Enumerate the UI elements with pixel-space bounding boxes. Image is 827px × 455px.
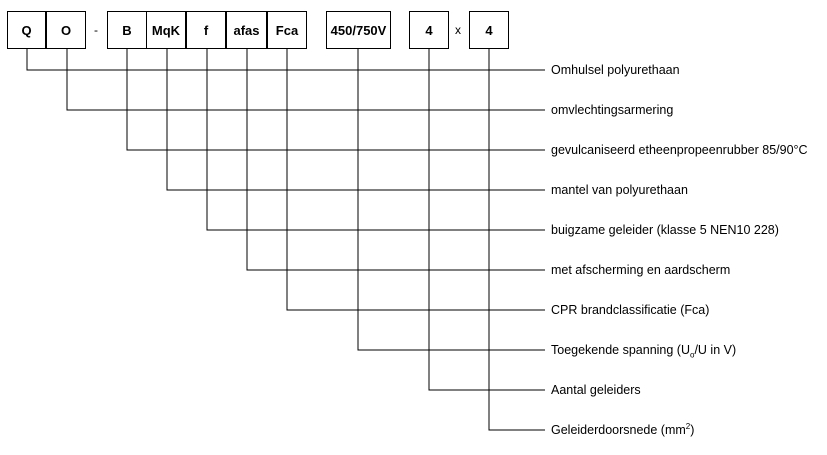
code-box-q: Q xyxy=(7,11,46,49)
code-box-afas: afas xyxy=(226,11,267,49)
desc-cross-section: Geleiderdoorsnede (mm2) xyxy=(551,421,695,437)
desc-jacket: mantel van polyurethaan xyxy=(551,183,688,197)
desc-outer-sheath: Omhulsel polyurethaan xyxy=(551,63,680,77)
code-box-cores: 4 xyxy=(409,11,449,49)
desc-rated-voltage: Toegekende spanning (Uo/U in V) xyxy=(551,343,737,360)
connector-line xyxy=(166,49,545,191)
connector-line xyxy=(286,49,545,311)
code-box-voltage: 450/750V xyxy=(326,11,391,49)
connector-line xyxy=(246,49,545,271)
separator-dash: - xyxy=(94,23,98,37)
connector-line xyxy=(488,49,545,431)
connector-line xyxy=(357,49,545,351)
connector-line xyxy=(428,49,545,391)
code-box-o: O xyxy=(46,11,86,49)
desc-number-of-cores: Aantal geleiders xyxy=(551,383,641,397)
code-box-b: B xyxy=(107,11,147,49)
code-box-f: f xyxy=(186,11,226,49)
desc-insulation: gevulcaniseerd etheenpropeenrubber 85/90… xyxy=(551,143,808,157)
connector-line xyxy=(126,49,545,151)
separator-x: x xyxy=(455,23,461,37)
connector-line xyxy=(26,49,545,71)
connector-line xyxy=(66,49,545,111)
desc-shielding: met afscherming en aardscherm xyxy=(551,263,731,277)
code-box-mqk: MqK xyxy=(146,11,186,49)
desc-braiding: omvlechtingsarmering xyxy=(551,103,674,117)
desc-conductor: buigzame geleider (klasse 5 NEN10 228) xyxy=(551,223,779,237)
connector-line xyxy=(206,49,545,231)
code-box-fca: Fca xyxy=(267,11,307,49)
code-box-cross-section: 4 xyxy=(469,11,509,49)
desc-cpr-class: CPR brandclassificatie (Fca) xyxy=(551,303,710,317)
